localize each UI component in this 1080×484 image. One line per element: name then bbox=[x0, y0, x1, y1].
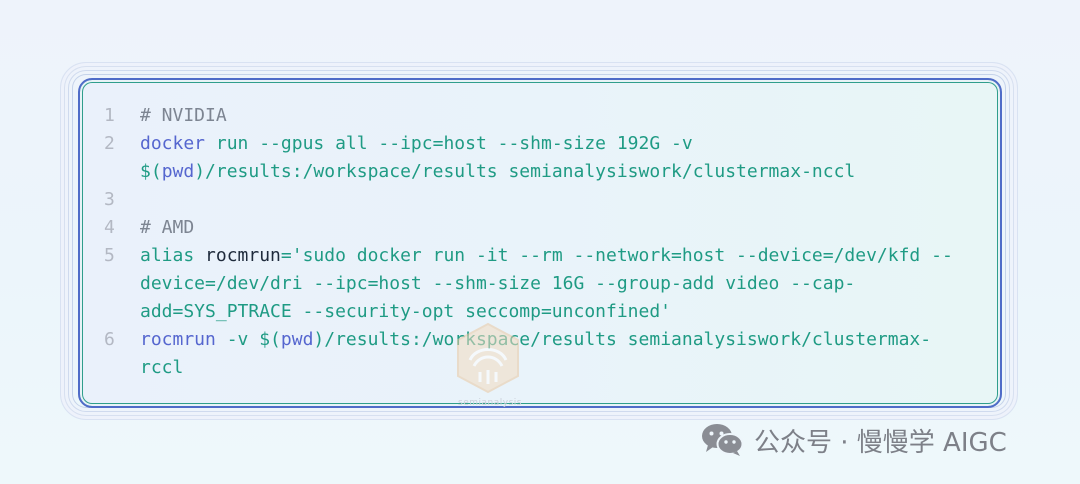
keyword-token: pwd bbox=[280, 329, 314, 350]
code-text bbox=[134, 186, 140, 214]
code-text: run --gpus all --ipc=host --shm-size 192… bbox=[205, 133, 693, 154]
code-text: )/results:/workspace/results semianalysi… bbox=[194, 161, 856, 182]
wechat-icon bbox=[702, 424, 744, 456]
code-text: add=SYS_PTRACE --security-opt seccomp=un… bbox=[140, 301, 672, 322]
line-number: 4 bbox=[104, 217, 115, 238]
code-text: ='sudo docker run -it --rm --network=hos… bbox=[280, 245, 953, 266]
outer-glow-frame bbox=[60, 62, 1018, 420]
code-text: )/results:/workspace/results semianalysi… bbox=[313, 329, 932, 350]
line-number bbox=[80, 298, 134, 326]
brand-label: 公众号 · 慢慢学 AIGC bbox=[754, 427, 1007, 458]
keyword-token: pwd bbox=[161, 161, 195, 182]
code-block[interactable]: 1 # NVIDIA 2 docker run --gpus all --ipc… bbox=[78, 78, 1002, 408]
code-line-2-wrap: $(pwd)/results:/workspace/results semian… bbox=[80, 158, 1000, 186]
brand-footer: 公众号 · 慢慢学 AIGC bbox=[700, 420, 1007, 460]
command-token: docker bbox=[140, 133, 206, 154]
line-number: 3 bbox=[104, 189, 115, 210]
semianalysis-logo-icon bbox=[457, 322, 519, 394]
command-token: rocmrun bbox=[140, 329, 216, 350]
code-line-1: 1 # NVIDIA bbox=[80, 102, 1000, 130]
line-number bbox=[80, 354, 134, 382]
code-line-2: 2 docker run --gpus all --ipc=host --shm… bbox=[80, 130, 1000, 158]
alias-keyword: alias bbox=[140, 245, 195, 266]
code-line-6-wrap: rccl bbox=[80, 354, 1000, 382]
code-line-6: 6 rocmrun -v $(pwd)/results:/workspace/r… bbox=[80, 326, 1000, 354]
comment-text: # AMD bbox=[140, 217, 195, 238]
watermark-text: semianalysis bbox=[458, 398, 522, 408]
code-text: -v $( bbox=[215, 329, 281, 350]
line-number bbox=[80, 270, 134, 298]
line-number: 1 bbox=[104, 105, 115, 126]
code-line-5-wrap-2: add=SYS_PTRACE --security-opt seccomp=un… bbox=[80, 298, 1000, 326]
code-text: rccl bbox=[140, 357, 184, 378]
line-number: 2 bbox=[104, 133, 115, 154]
line-number: 6 bbox=[104, 329, 115, 350]
code-line-3: 3 bbox=[80, 186, 1000, 214]
line-number bbox=[80, 158, 134, 186]
alias-name: rocmrun bbox=[205, 245, 281, 266]
code-lines: 1 # NVIDIA 2 docker run --gpus all --ipc… bbox=[80, 102, 1000, 382]
comment-text: # NVIDIA bbox=[140, 105, 227, 126]
code-text: device=/dev/dri --ipc=host --shm-size 16… bbox=[140, 273, 856, 294]
line-number: 5 bbox=[104, 245, 115, 266]
code-line-5-wrap-1: device=/dev/dri --ipc=host --shm-size 16… bbox=[80, 270, 1000, 298]
code-line-5: 5 alias rocmrun='sudo docker run -it --r… bbox=[80, 242, 1000, 270]
code-line-4: 4 # AMD bbox=[80, 214, 1000, 242]
code-text: $( bbox=[140, 161, 162, 182]
